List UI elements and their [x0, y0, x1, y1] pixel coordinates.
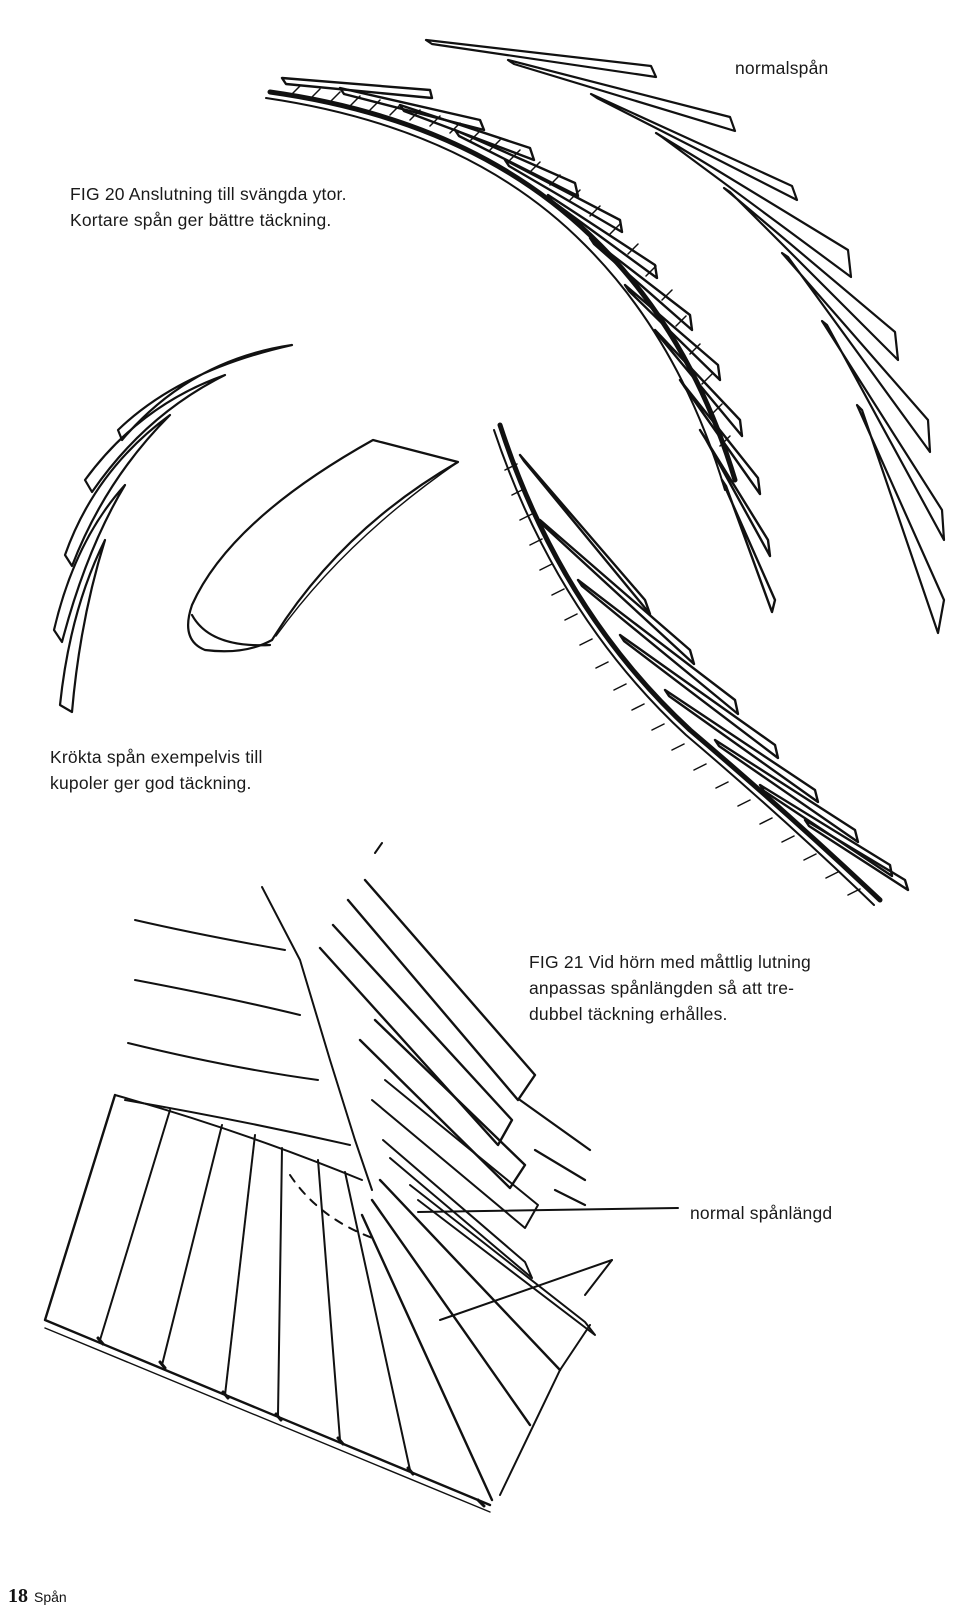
normal-shingle-label: normalspån	[735, 55, 828, 81]
lower-shingle-row	[493, 422, 910, 906]
curved-shingle-caption: Krökta spån exempelvis till kupoler ger …	[50, 744, 263, 796]
curved-shingle-detail	[187, 438, 460, 653]
normal-shingle-label-text: normalspån	[735, 58, 829, 78]
page-number: 18	[8, 1585, 28, 1607]
curved-shingle-caption-line-2: kupoler ger god täckning.	[50, 773, 252, 793]
running-head: Spån	[34, 1589, 67, 1605]
normal-length-label-text: normal spånlängd	[690, 1203, 833, 1223]
figure-21-caption-line-1: FIG 21 Vid hörn med måttlig lutning	[529, 952, 811, 972]
figure-21-caption-line-2: anpassas spånlängden så att tre-	[529, 978, 795, 998]
figure-20-caption-line-1: FIG 20 Anslutning till svängda ytor.	[70, 184, 347, 204]
figure-20-caption: FIG 20 Anslutning till svängda ytor. Kor…	[70, 181, 347, 233]
figure-20-caption-line-2: Kortare spån ger bättre täckning.	[70, 210, 332, 230]
corner-sketch	[43, 842, 679, 1513]
short-shingle-row	[265, 76, 777, 614]
curved-shingle-caption-line-1: Krökta spån exempelvis till	[50, 747, 263, 767]
figure-21-caption-line-3: dubbel täckning erhålles.	[529, 1004, 728, 1024]
normal-length-label: normal spånlängd	[690, 1200, 832, 1226]
figure-21-caption: FIG 21 Vid hörn med måttlig lutning anpa…	[529, 949, 811, 1027]
normal-shingle-row	[424, 38, 946, 635]
curved-shingle-row	[52, 343, 294, 714]
page-footer: 18 Spån	[8, 1585, 67, 1608]
